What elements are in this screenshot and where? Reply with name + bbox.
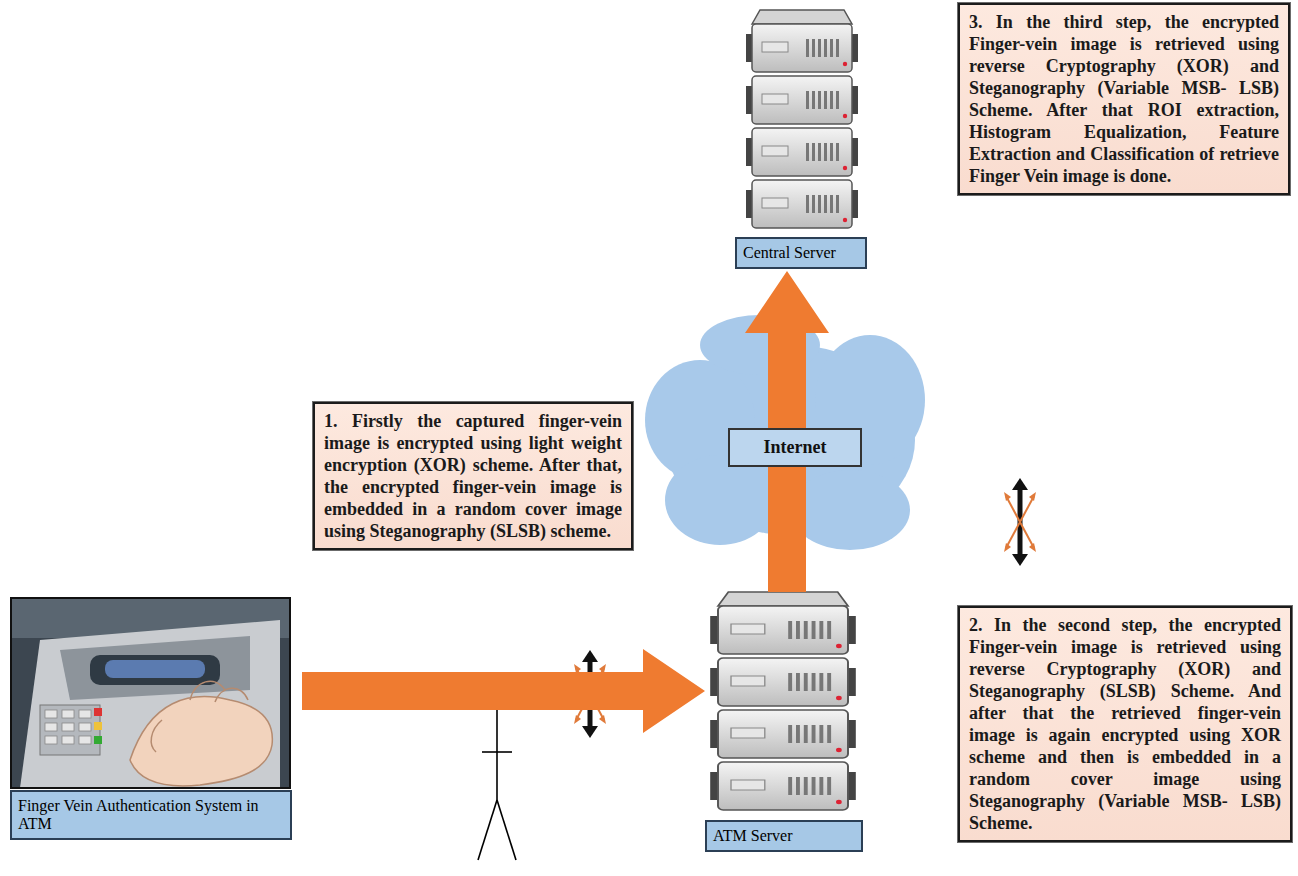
node-text: Internet xyxy=(736,437,854,458)
step-note: 3. In the third step, the encrypted Fing… xyxy=(958,3,1290,195)
node-text: Central Server xyxy=(735,237,867,269)
node-text: 2. In the second step, the encrypted Fin… xyxy=(969,614,1281,834)
node-text: ATM Server xyxy=(705,820,863,852)
server-node: ATM Server xyxy=(705,592,863,852)
node-text: 1. Firstly the captured finger-vein imag… xyxy=(324,410,622,542)
node-text: Finger Vein Authentication System in ATM xyxy=(10,790,292,840)
network-box: Internet xyxy=(728,428,862,467)
flow-arrow xyxy=(302,649,705,733)
step-note: 2. In the second step, the encrypted Fin… xyxy=(958,606,1292,842)
atm-node: Finger Vein Authentication System in ATM xyxy=(10,597,292,840)
server-node: Central Server xyxy=(735,5,867,269)
node-text: 3. In the third step, the encrypted Fing… xyxy=(969,11,1279,187)
step-note: 1. Firstly the captured finger-vein imag… xyxy=(313,402,633,550)
